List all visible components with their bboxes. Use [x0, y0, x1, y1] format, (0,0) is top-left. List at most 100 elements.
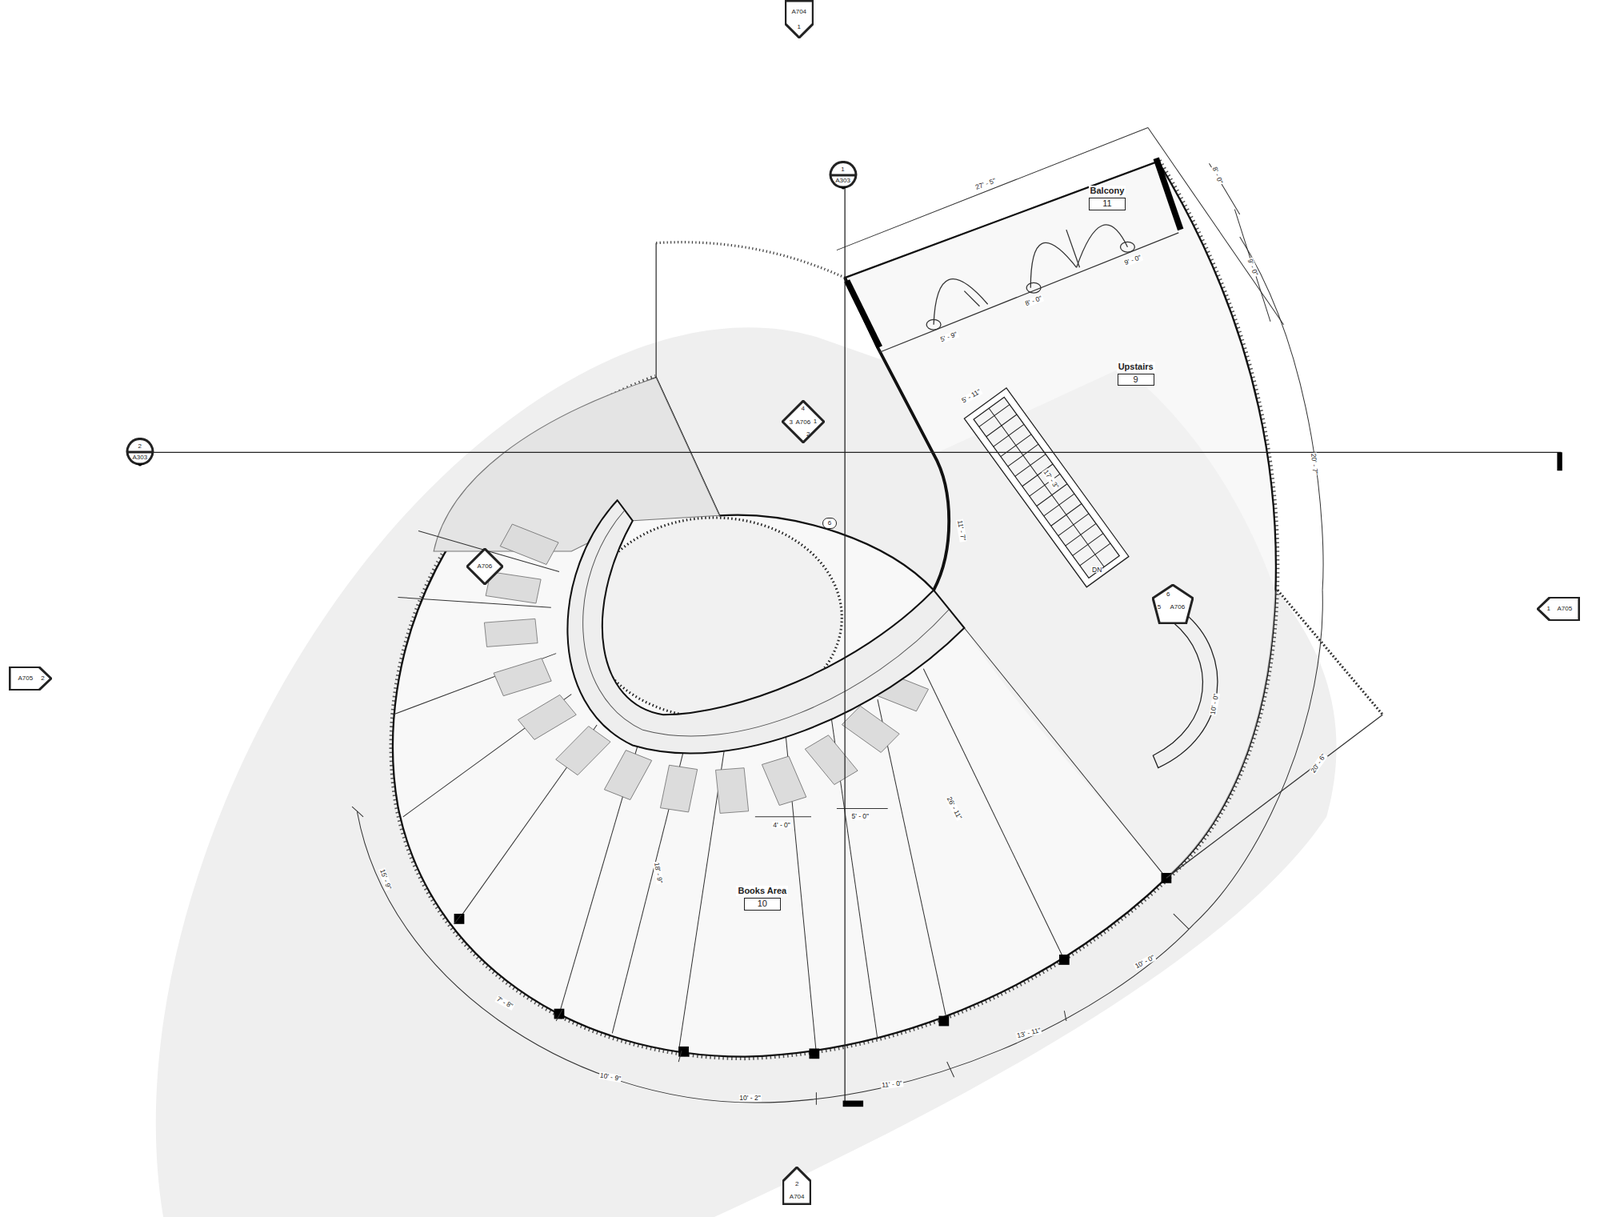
marker-shape — [784, 0, 813, 38]
view-number: 6 — [1166, 591, 1170, 598]
room-name: Upstairs — [1116, 361, 1156, 372]
view-marker: A706 65 — [1152, 584, 1194, 624]
floor-slab — [392, 161, 1276, 1057]
columns — [454, 872, 1172, 1059]
room-number: 9 — [1117, 373, 1155, 386]
thick-wall — [847, 280, 880, 348]
view-marker: A706 4 1 3 2 — [781, 400, 825, 444]
grid-lines — [137, 168, 1561, 1104]
marker-arrow — [136, 463, 144, 466]
view-number: 5 — [1157, 604, 1161, 611]
marker-shape — [9, 667, 52, 691]
room-tag: Balcony11 — [1088, 185, 1127, 210]
sheet-number: A303 — [132, 454, 148, 461]
room-number: 10 — [744, 897, 781, 910]
view-number: 1 — [1547, 605, 1551, 612]
marker-outline — [828, 160, 858, 190]
dimension-text: 11' - 0" — [880, 1079, 904, 1088]
room-tag: Upstairs9 — [1116, 361, 1156, 386]
sheet-number: A705 — [17, 675, 33, 682]
view-number: 1 — [796, 24, 800, 31]
roof-edge — [656, 243, 657, 378]
dimension-text: 17' - 3" — [1041, 468, 1060, 491]
view-marker: 1A303 — [828, 160, 858, 190]
sheet-number: A705 — [1556, 605, 1572, 612]
dimension-text: 7' - 8" — [495, 994, 516, 1010]
shaded-zone — [933, 367, 1276, 878]
sheet-number: A303 — [835, 177, 851, 184]
dimension-text: 4' - 0" — [772, 820, 792, 828]
stair-note: DN — [1091, 565, 1103, 573]
marker-shape — [783, 1167, 812, 1204]
sheet-number: A704 — [789, 1193, 805, 1200]
marker-shape — [1537, 597, 1580, 621]
tag-number: 6 — [828, 519, 832, 527]
dimension-text: 20' - 6" — [1308, 752, 1328, 775]
view-number: 2 — [806, 431, 810, 438]
view-marker: 1 A705 — [1536, 596, 1580, 621]
dimension-text: 18' - 9" — [652, 860, 664, 884]
dimension-text: 26' - 11" — [944, 795, 964, 822]
view-number: 3 — [788, 419, 792, 426]
marker-arrow — [839, 187, 848, 190]
marker-shape — [1152, 584, 1193, 624]
view-number: 4 — [801, 405, 805, 412]
marker-shape — [830, 162, 856, 188]
balcony-doors — [926, 224, 1135, 330]
marker-shape — [127, 438, 153, 464]
door-wedge — [1166, 590, 1383, 879]
ramp-rail — [583, 510, 950, 736]
roof-edge — [656, 242, 845, 278]
view-number: 1 — [840, 166, 844, 173]
ramp — [567, 500, 964, 753]
dimension-text: 27' - 5" — [973, 176, 998, 192]
view-number: 2 — [795, 1180, 799, 1188]
dimension-text: 13' - 11" — [1015, 1026, 1043, 1040]
dimension-lines — [352, 128, 1324, 1105]
sheet-number: A706 — [477, 563, 493, 570]
room-number: 11 — [1088, 197, 1126, 210]
stair — [964, 388, 1129, 588]
dimension-text: 10' - 0" — [1133, 952, 1157, 970]
view-number: 2 — [138, 443, 142, 450]
tag-marker: 6 — [822, 517, 837, 529]
view-marker: A705 2 — [8, 666, 52, 691]
balcony-edge — [879, 232, 1179, 352]
room-name: Balcony — [1088, 185, 1127, 196]
dimension-text: 5' - 11" — [960, 387, 983, 404]
floor-railing — [392, 161, 1276, 1057]
dimension-text: 10' - 9" — [598, 1071, 622, 1082]
dimension-text: 8' - 0" — [1210, 165, 1224, 186]
dimension-text: 11' - 7" — [956, 519, 967, 543]
marker-shape — [782, 400, 824, 443]
sheet-number: A706 — [1169, 604, 1185, 611]
marker-outline — [784, 0, 814, 39]
dimension-text: 15' - 9" — [378, 868, 393, 892]
marker-outline — [125, 437, 155, 467]
grid-end — [843, 1100, 864, 1108]
dimension-text: 20' - 7" — [1309, 452, 1319, 476]
view-marker: A706 — [466, 548, 504, 585]
view-number: 1 — [813, 418, 817, 425]
dimension-text: 9' - 0" — [1246, 257, 1260, 278]
view-marker: A704 1 — [784, 0, 814, 39]
room-tag: Books Area10 — [736, 885, 788, 910]
thick-wall — [1156, 158, 1181, 230]
dimension-text: 9' - 0" — [1122, 253, 1143, 267]
view-marker: 2A303 — [125, 437, 155, 467]
dimension-text: 5' - 0" — [850, 812, 870, 820]
view-marker: 2A704 — [782, 1166, 812, 1205]
sheet-number: A706 — [795, 419, 811, 426]
dimension-text: 10' - 0" — [1208, 692, 1220, 716]
bench — [1152, 612, 1218, 768]
marker-shape — [467, 548, 503, 584]
view-number: 2 — [40, 675, 44, 682]
dimension-text: 5' - 9" — [939, 330, 960, 344]
grid-end — [1556, 452, 1562, 471]
sheet-number: A704 — [791, 8, 807, 16]
dimension-text: 10' - 2" — [738, 1094, 761, 1102]
room-name: Books Area — [736, 885, 788, 896]
